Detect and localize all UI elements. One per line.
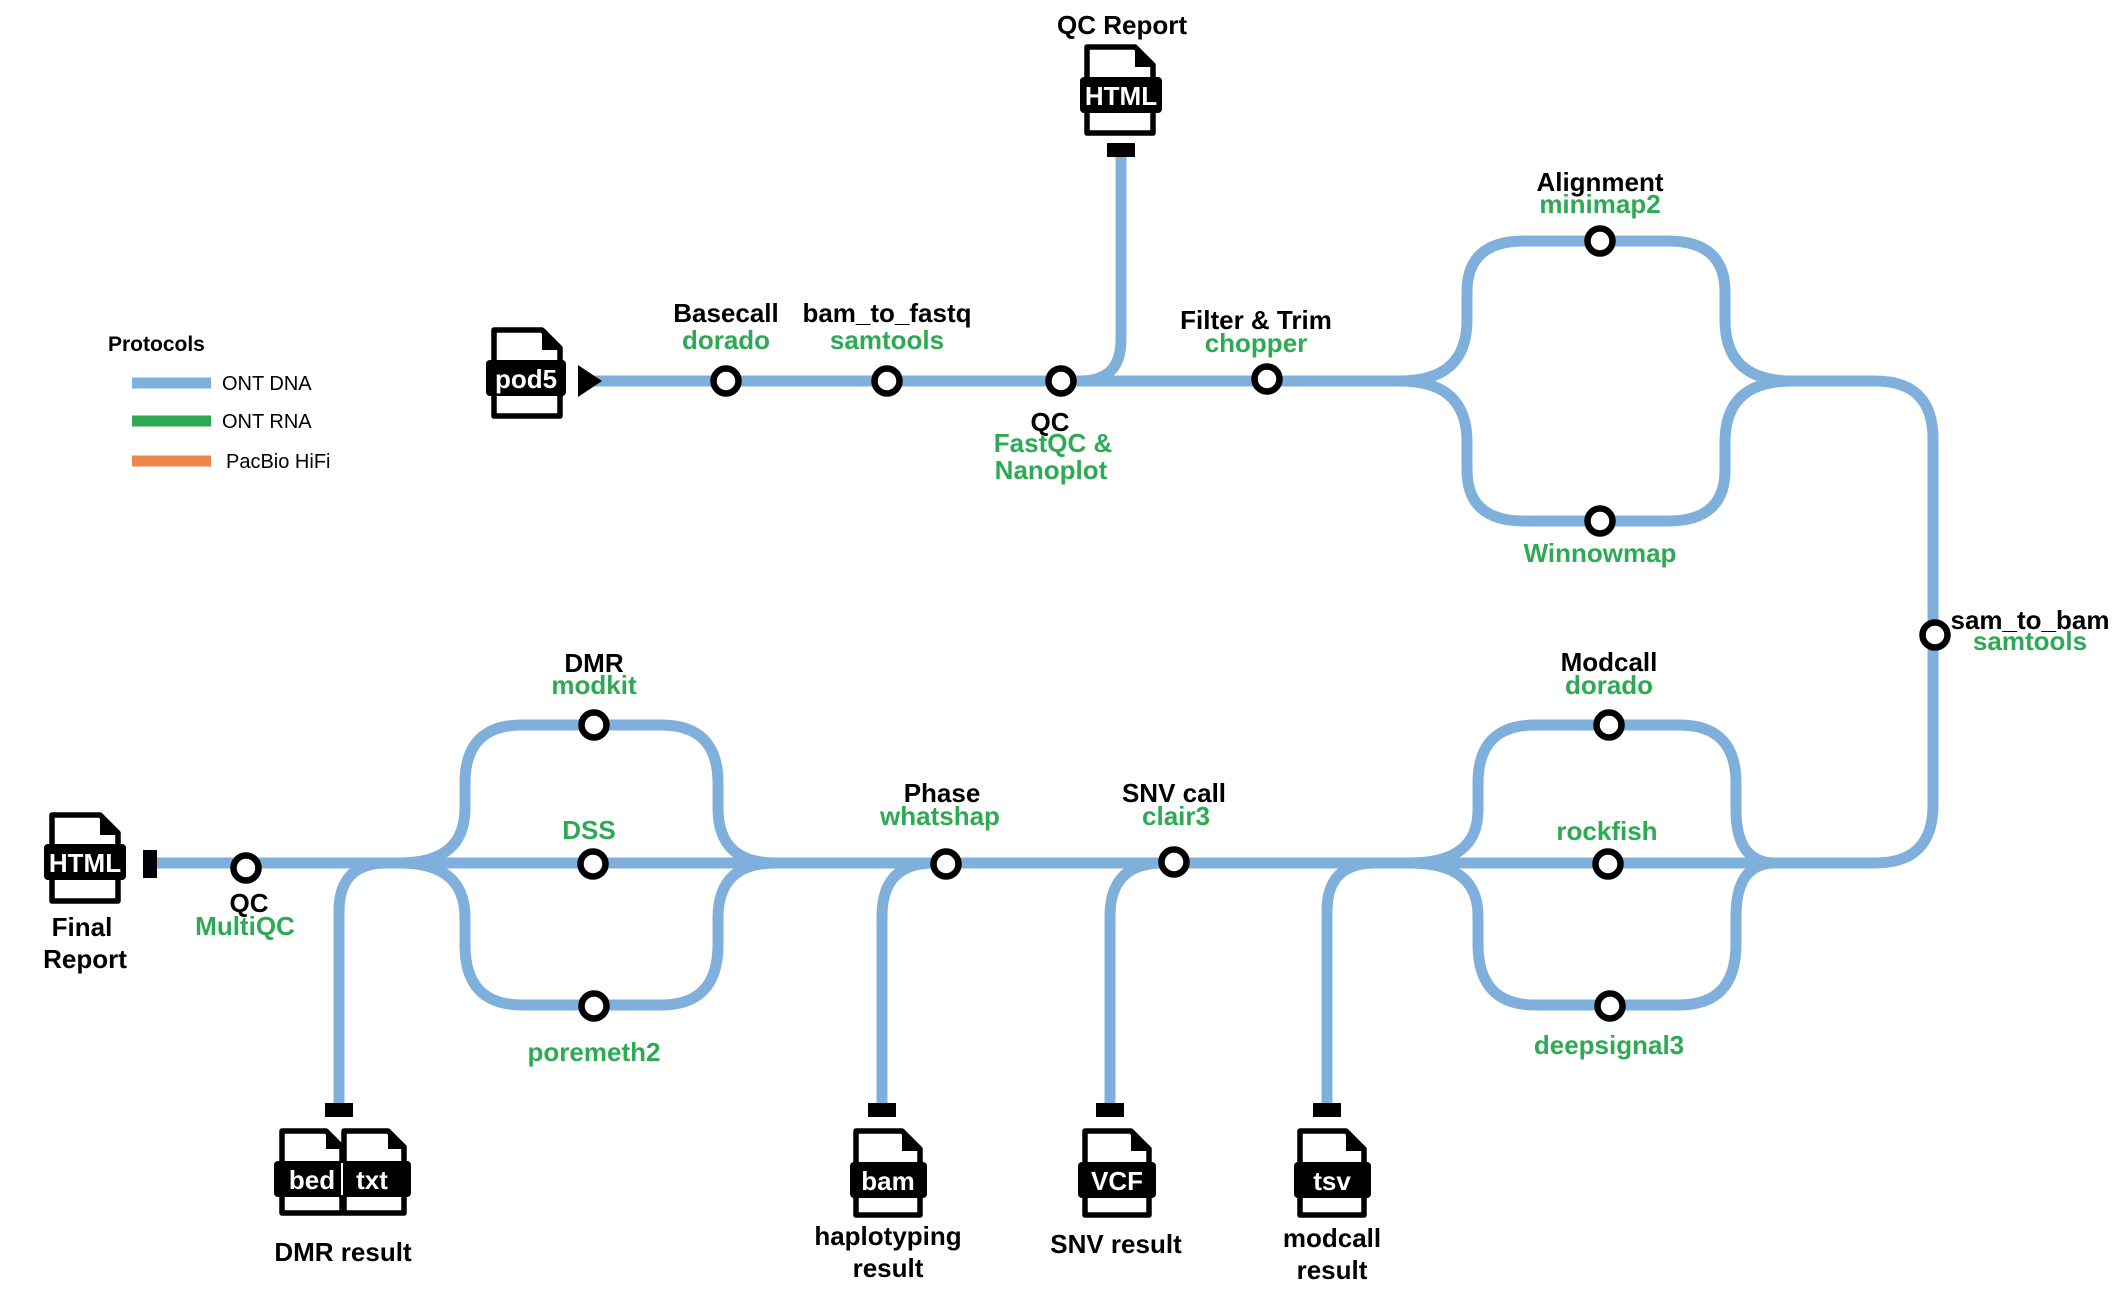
modcall-tool: dorado bbox=[1565, 670, 1653, 700]
qc-report-format: HTML bbox=[1085, 81, 1157, 111]
dmr-result-format-txt: txt bbox=[356, 1165, 388, 1195]
stop-dmr-dss[interactable] bbox=[577, 848, 609, 880]
dmr-result-title: DMR result bbox=[274, 1237, 412, 1267]
stop-modcall-deepsignal3[interactable] bbox=[1594, 990, 1626, 1022]
haplotyping-result-title-line1: haplotyping bbox=[814, 1221, 961, 1251]
bam-to-fastq-tool: samtools bbox=[830, 325, 944, 355]
qc-tool-line1: FastQC & bbox=[994, 428, 1112, 458]
route-alignment-winnowmap bbox=[1394, 375, 1798, 527]
stop-phase[interactable] bbox=[930, 848, 962, 880]
route-dmr-result bbox=[333, 857, 409, 1111]
bam-to-fastq-label: bam_to_fastq bbox=[802, 298, 971, 328]
filter-trim-tool: chopper bbox=[1205, 328, 1308, 358]
qc-label: QC bbox=[1031, 407, 1070, 437]
final-report-format: HTML bbox=[49, 848, 121, 878]
qc-report-title: QC Report bbox=[1057, 10, 1187, 40]
modcall-alt-tool2: deepsignal3 bbox=[1534, 1030, 1684, 1060]
dmr-result-format-bed: bed bbox=[289, 1165, 335, 1195]
legend-label-pacbio-hifi: PacBio HiFi bbox=[226, 451, 330, 473]
stop-final-qc[interactable] bbox=[230, 852, 262, 884]
stop-dmr-poremeth2[interactable] bbox=[578, 990, 610, 1022]
modcall-result-format: tsv bbox=[1313, 1166, 1351, 1196]
modcall-result-tsv-icon[interactable]: tsv bbox=[1294, 1128, 1371, 1218]
phase-tool: whatshap bbox=[879, 801, 1000, 831]
legend: Protocols ONT DNA ONT RNA PacBio HiFi bbox=[108, 333, 330, 473]
modcall-label: Modcall bbox=[1561, 647, 1658, 677]
final-qc-label: QC bbox=[230, 888, 269, 918]
alignment-label: Alignment bbox=[1536, 167, 1663, 197]
snv-result-vcf-icon[interactable]: VCF bbox=[1078, 1128, 1156, 1218]
route-snv-result bbox=[1104, 857, 1169, 1111]
qc-tool-line2: Nanoplot bbox=[995, 455, 1108, 485]
snv-call-tool: clair3 bbox=[1142, 801, 1210, 831]
basecall-label: Basecall bbox=[673, 298, 779, 328]
route-dmr-poremeth2 bbox=[394, 857, 781, 1011]
legend-title: Protocols bbox=[108, 333, 205, 356]
phase-label: Phase bbox=[904, 778, 981, 808]
input-arrow-icon bbox=[578, 365, 602, 397]
stop-dmr-modkit[interactable] bbox=[578, 709, 610, 741]
stop-bam-to-fastq[interactable] bbox=[871, 365, 903, 397]
route-modcall-deepsignal3 bbox=[1404, 857, 1781, 1011]
stop-sam-to-bam[interactable] bbox=[1919, 619, 1951, 651]
haplotyping-result-title-line2: result bbox=[853, 1253, 924, 1283]
haplotyping-result-bam-icon[interactable]: bam bbox=[850, 1128, 927, 1218]
route-haplotyping-result bbox=[876, 857, 940, 1111]
dmr-alt-tool1: DSS bbox=[562, 815, 615, 845]
dmr-tool: modkit bbox=[551, 670, 637, 700]
dmr-label: DMR bbox=[564, 648, 623, 678]
haplotyping-result-format: bam bbox=[861, 1166, 914, 1196]
modcall-result-title-line2: result bbox=[1297, 1255, 1368, 1285]
legend-label-ont-dna: ONT DNA bbox=[222, 373, 312, 395]
stop-alignment-winnowmap[interactable] bbox=[1584, 505, 1616, 537]
alignment-tool: minimap2 bbox=[1539, 189, 1660, 219]
snv-call-label: SNV call bbox=[1122, 778, 1226, 808]
modcall-result-title-line1: modcall bbox=[1283, 1223, 1381, 1253]
stop-basecall[interactable] bbox=[710, 365, 742, 397]
pod5-file-icon[interactable]: pod5 bbox=[486, 327, 566, 419]
stop-snv-call[interactable] bbox=[1158, 846, 1190, 878]
stop-modcall-rockfish[interactable] bbox=[1592, 848, 1624, 880]
routes bbox=[146, 146, 1939, 1111]
sam-to-bam-label: sam_to_bam bbox=[1951, 605, 2110, 635]
final-report-title-line1: Final bbox=[52, 912, 113, 942]
alignment-alt-tool: Winnowmap bbox=[1524, 538, 1677, 568]
route-modcall-dorado bbox=[1404, 719, 1781, 869]
modcall-alt-tool1: rockfish bbox=[1556, 816, 1657, 846]
qc-report-html-icon[interactable]: HTML bbox=[1080, 44, 1162, 136]
stop-qc[interactable] bbox=[1045, 365, 1077, 397]
pod5-label: pod5 bbox=[495, 364, 557, 394]
final-report-title-line2: Report bbox=[43, 944, 127, 974]
route-modcall-result bbox=[1321, 857, 1424, 1111]
stop-alignment-minimap2[interactable] bbox=[1584, 225, 1616, 257]
final-report-html-icon[interactable]: HTML bbox=[44, 812, 126, 904]
final-qc-tool: MultiQC bbox=[195, 911, 295, 941]
stop-modcall-dorado[interactable] bbox=[1593, 709, 1625, 741]
sam-to-bam-tool: samtools bbox=[1973, 626, 2087, 656]
legend-label-ont-rna: ONT RNA bbox=[222, 411, 312, 433]
snv-result-title: SNV result bbox=[1050, 1229, 1182, 1259]
snv-result-format: VCF bbox=[1091, 1166, 1143, 1196]
stops bbox=[230, 225, 1951, 1022]
route-sam-to-bam bbox=[1769, 375, 1939, 869]
route-qc-report bbox=[1074, 146, 1127, 387]
basecall-tool: dorado bbox=[682, 325, 770, 355]
dmr-alt-tool2: poremeth2 bbox=[528, 1037, 661, 1067]
route-alignment-minimap2 bbox=[1394, 235, 1798, 387]
stop-filter-trim[interactable] bbox=[1251, 363, 1283, 395]
filter-trim-label: Filter & Trim bbox=[1180, 305, 1332, 335]
